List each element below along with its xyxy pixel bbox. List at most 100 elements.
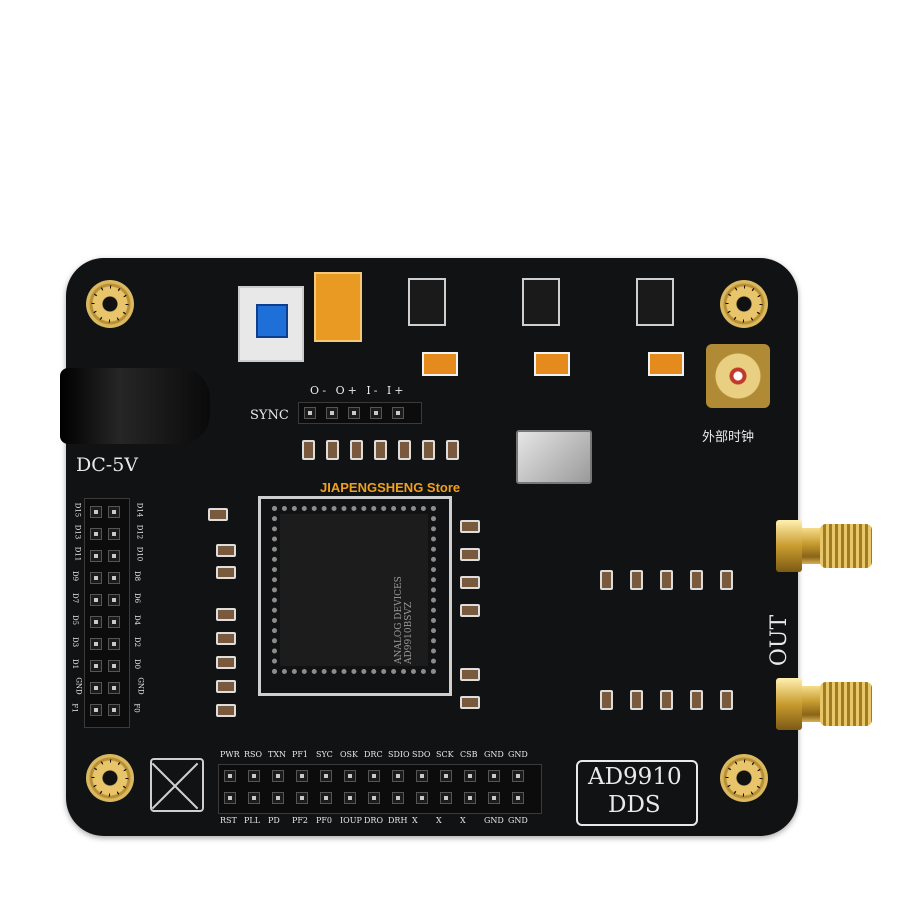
left-header-label: D14 [135, 502, 144, 518]
cap [460, 668, 480, 681]
model-type: DDS [608, 792, 661, 818]
ad9910-dds-board: DC-5V 外部时钟 SYNC O- O+ I- I+ ANALOG DEVIC… [60, 258, 872, 836]
bottom-header-bottom-label: X [436, 816, 442, 825]
crystal-oscillator [516, 430, 592, 484]
bottom-header-bottom-label: PF2 [292, 816, 309, 825]
bottom-header-bottom-label: IOUP [340, 816, 362, 825]
cap [326, 440, 339, 460]
regulator-u2 [522, 278, 560, 326]
cap [446, 440, 459, 460]
cap [720, 690, 733, 710]
header-pin [90, 638, 102, 650]
header-pin [440, 792, 452, 804]
bottom-header-top-label: SYC [316, 750, 333, 759]
header-pin [108, 572, 120, 584]
bottom-header-top-label: SDO [412, 750, 431, 759]
header-pin [392, 407, 404, 419]
left-header-label: GND [136, 677, 145, 695]
header-pin [90, 572, 102, 584]
header-pin [272, 770, 284, 782]
header-pin [90, 660, 102, 672]
bottom-header-top-label: PWR [220, 750, 240, 759]
cap [600, 690, 613, 710]
header-pin [368, 770, 380, 782]
mounting-hole-bottom-right [720, 754, 768, 802]
left-header-label: D4 [133, 614, 142, 626]
bottom-header-bottom-label: X [412, 816, 418, 825]
header-pin [348, 407, 360, 419]
header-pin [296, 770, 308, 782]
header-pin [344, 770, 356, 782]
left-header-label: F1 [70, 703, 79, 713]
left-header-label: D2 [133, 636, 142, 648]
left-header-label: D9 [71, 570, 80, 582]
bottom-header-top-label: OSK [340, 750, 359, 759]
left-header-label: D7 [71, 592, 80, 604]
header-pin [90, 594, 102, 606]
header-pin [248, 770, 260, 782]
header-pin [224, 770, 236, 782]
bottom-header-bottom-label: PF0 [316, 816, 333, 825]
header-pin [392, 770, 404, 782]
mounting-hole-top-right [720, 280, 768, 328]
header-pin [108, 550, 120, 562]
sync-label: SYNC [250, 408, 289, 423]
left-header-label: GND [74, 677, 83, 695]
header-pin [512, 770, 524, 782]
header-pin [370, 407, 382, 419]
mounting-hole-top-left [86, 280, 134, 328]
header-pin [108, 704, 120, 716]
bottom-header-bottom-label: PD [268, 816, 280, 825]
cap [422, 440, 435, 460]
ext-clock-label: 外部时钟 [702, 430, 755, 445]
cap [216, 656, 236, 669]
model-name: AD9910 [588, 764, 682, 790]
header-pin [512, 792, 524, 804]
left-header-label: D15 [73, 502, 82, 518]
header-pin [108, 528, 120, 540]
cap-c7 [534, 352, 570, 376]
header-pin [392, 792, 404, 804]
cap [302, 440, 315, 460]
out-sma-connector-2 [776, 678, 872, 730]
cap-c6 [422, 352, 458, 376]
header-pin [304, 407, 316, 419]
bottom-header-top-label: CSB [460, 750, 478, 759]
out-sma-connector-1 [776, 520, 872, 572]
header-pin [248, 792, 260, 804]
bottom-header-top-label: SDIO [388, 750, 410, 759]
tantalum-capacitor [314, 272, 362, 342]
left-header-label: D1 [71, 658, 80, 670]
header-pin [108, 506, 120, 518]
header-pin [320, 792, 332, 804]
header-pin [416, 792, 428, 804]
header-pin [108, 660, 120, 672]
chip-outline [258, 496, 452, 696]
bottom-header-top-label: TXN [268, 750, 287, 759]
header-pin [90, 616, 102, 628]
header-pin [464, 792, 476, 804]
header-pin [296, 792, 308, 804]
bottom-header-top-label: DRC [364, 750, 383, 759]
left-header-label: D13 [73, 524, 82, 540]
header-pin [90, 550, 102, 562]
cap [216, 704, 236, 717]
header-pin [108, 682, 120, 694]
cap [690, 690, 703, 710]
header-pin [368, 792, 380, 804]
header-pin [416, 770, 428, 782]
regulator-u3 [636, 278, 674, 326]
dc-5v-label: DC-5V [76, 454, 139, 476]
cap [660, 690, 673, 710]
cap [374, 440, 387, 460]
header-pin [272, 792, 284, 804]
bottom-header-bottom-label: PLL [244, 816, 261, 825]
left-header-label: D11 [73, 546, 82, 562]
cap [460, 576, 480, 589]
bottom-header-bottom-label: GND [484, 816, 504, 825]
cap [398, 440, 411, 460]
cap [720, 570, 733, 590]
cap [350, 440, 363, 460]
header-pin [440, 770, 452, 782]
left-header-label: F0 [132, 703, 141, 713]
